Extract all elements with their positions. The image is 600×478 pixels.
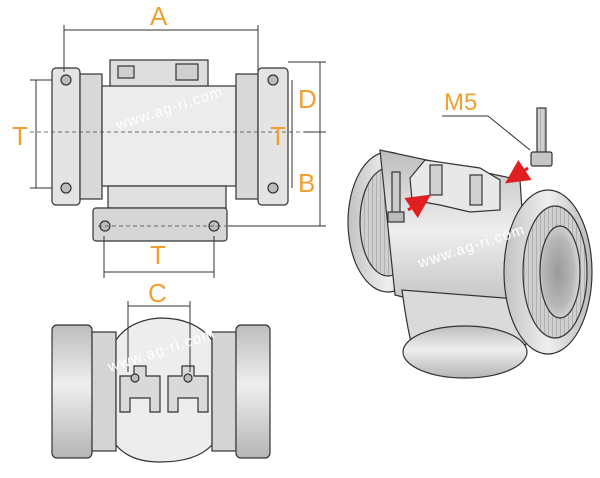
m5-leader	[442, 115, 531, 151]
screw-shaft	[391, 171, 401, 217]
label-a: A	[150, 1, 168, 31]
iso-bore	[539, 225, 581, 319]
saddle-clip-left	[117, 65, 135, 79]
m5-screw-shaft	[536, 107, 547, 155]
outlet-flange	[92, 207, 228, 242]
arrow-icon	[404, 194, 431, 218]
top-view-dimensions	[127, 301, 191, 372]
topview-right-collar	[211, 331, 237, 452]
label-b: B	[298, 168, 315, 198]
iso-slot-right	[469, 174, 483, 206]
screw-head	[387, 211, 405, 223]
insertion-arrows	[404, 160, 532, 218]
isometric-view	[347, 107, 593, 379]
bolt-icon	[60, 182, 72, 194]
iso-slot-left	[429, 164, 443, 196]
left-collar	[79, 73, 103, 200]
label-t-right: T	[270, 121, 286, 151]
right-collar	[235, 73, 259, 200]
right-flange	[257, 67, 289, 206]
bolt-icon	[130, 373, 140, 383]
label-t-bottom: T	[150, 240, 166, 270]
m5-screw-head	[530, 151, 553, 167]
bolt-icon	[183, 373, 193, 383]
saddle-clip-right	[175, 63, 199, 81]
iso-outlet-ring	[402, 325, 528, 379]
label-d: D	[298, 84, 317, 114]
topview-clamp-left	[119, 365, 161, 413]
label-m5: M5	[444, 89, 477, 116]
front-body	[101, 85, 237, 187]
outlet-neck	[107, 185, 227, 209]
front-dimensions	[30, 25, 326, 278]
label-c: C	[148, 278, 167, 308]
topview-left-collar	[91, 331, 117, 452]
topview-clamp-right	[167, 365, 209, 413]
top-view	[51, 317, 271, 463]
bolt-icon	[267, 182, 279, 194]
label-t-left: T	[12, 121, 28, 151]
topview-right-flange	[235, 324, 271, 459]
front-view	[51, 59, 289, 242]
front-centerlines	[30, 131, 322, 227]
arrow-icon	[505, 160, 532, 184]
bolt-icon	[60, 74, 72, 86]
bolt-icon	[267, 74, 279, 86]
topview-left-flange	[51, 324, 93, 459]
